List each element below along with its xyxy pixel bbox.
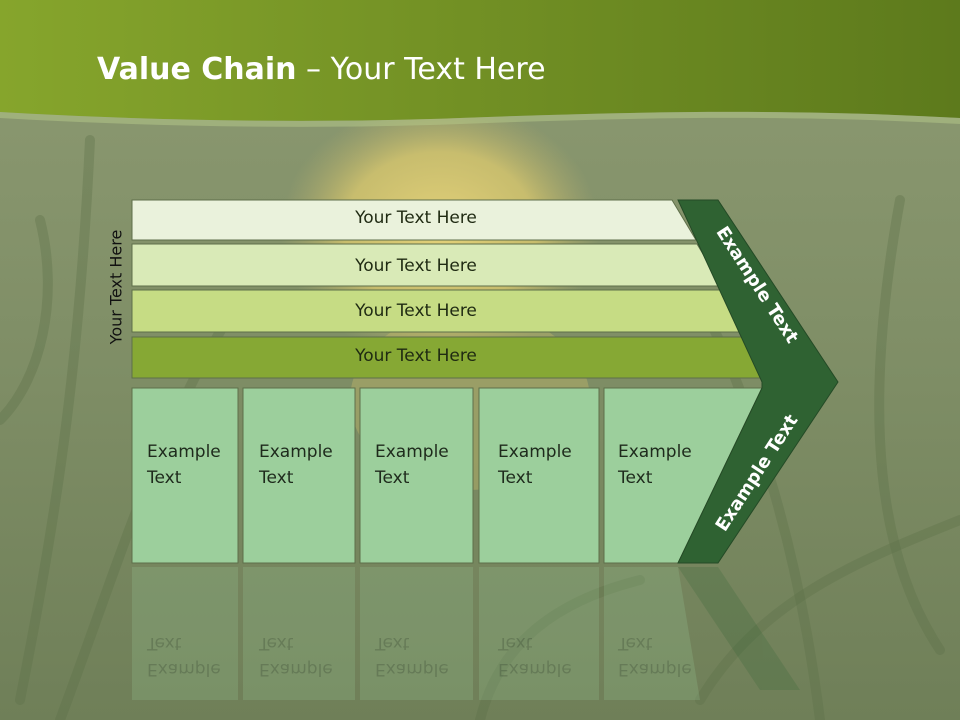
box-label: Example Text [618, 439, 692, 491]
row-label: Your Text Here [355, 256, 477, 276]
support-activity-box [478, 387, 600, 564]
box-label-line: Example [259, 442, 333, 462]
margin-chevron [677, 199, 839, 564]
reflection-line: Text [498, 633, 533, 653]
box-reflection [604, 567, 700, 700]
box-reflection [132, 567, 238, 700]
box-label-reflection: Example Text [498, 630, 572, 682]
box-label: Example Text [147, 439, 221, 491]
box-label-reflection: Example Text [375, 630, 449, 682]
box-label-reflection: Example Text [147, 630, 221, 682]
reflection-line: Example [147, 659, 221, 679]
header-band [0, 0, 960, 121]
support-activity-box [131, 387, 239, 564]
title-bold: Value Chain [97, 52, 297, 87]
box-label-line: Example [147, 442, 221, 462]
reflection-line: Text [618, 633, 653, 653]
row-label: Your Text Here [355, 301, 477, 321]
box-label-line: Example [498, 442, 572, 462]
slide-title: Value Chain – Your Text Here [97, 52, 546, 87]
box-label-line: Text [498, 468, 533, 488]
box-reflection [479, 567, 599, 700]
support-activity-box [359, 387, 474, 564]
box-label-line: Example [375, 442, 449, 462]
support-activity-box [242, 387, 356, 564]
box-label-line: Text [147, 468, 182, 488]
box-label: Example Text [498, 439, 572, 491]
reflection-line: Text [259, 633, 294, 653]
box-label: Example Text [375, 439, 449, 491]
chevron-reflection [678, 567, 800, 690]
box-label-line: Text [618, 468, 653, 488]
title-rest: – Your Text Here [296, 52, 546, 87]
reflection-line: Example [498, 659, 572, 679]
box-label-line: Example [618, 442, 692, 462]
box-label-line: Text [375, 468, 410, 488]
reflection-line: Text [375, 633, 410, 653]
row-label: Your Text Here [355, 208, 477, 228]
box-label: Example Text [259, 439, 333, 491]
side-label: Your Text Here [106, 229, 126, 345]
reflection-line: Example [618, 659, 692, 679]
box-reflection [243, 567, 355, 700]
reflection-line: Example [259, 659, 333, 679]
reflection-line: Text [147, 633, 182, 653]
box-label-line: Text [259, 468, 294, 488]
row-label: Your Text Here [355, 346, 477, 366]
reflection-line: Example [375, 659, 449, 679]
box-label-reflection: Example Text [259, 630, 333, 682]
box-label-reflection: Example Text [618, 630, 692, 682]
box-reflection [360, 567, 473, 700]
